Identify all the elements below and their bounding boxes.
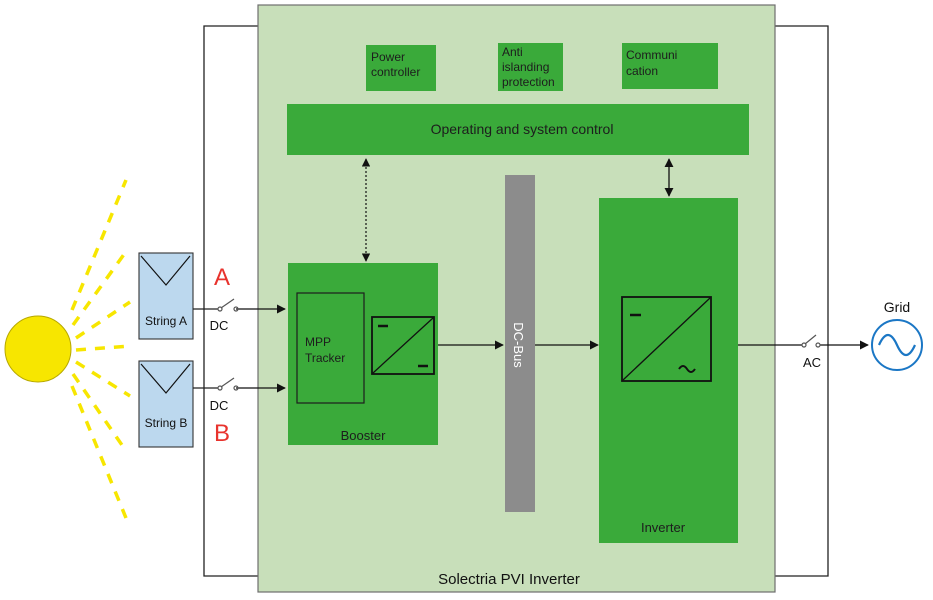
communication-label-2: cation <box>626 64 658 78</box>
communication-block: Communi cation <box>622 43 718 89</box>
input-b-letter: B <box>214 420 230 447</box>
input-a-letter: A <box>214 264 230 291</box>
booster-block: MPP Tracker Booster <box>288 263 438 445</box>
disconnect-switch-icon <box>217 298 239 312</box>
string-a-label: String A <box>145 314 187 328</box>
ac-label: AC <box>803 355 821 370</box>
anti-islanding-label-1: Anti <box>502 45 523 59</box>
disconnect-switch-icon <box>801 334 821 348</box>
dc-bus: DC-Bus <box>505 175 535 512</box>
dc-ac-inverter-icon <box>621 296 712 382</box>
operating-control-label: Operating and system control <box>431 121 614 137</box>
grid-label: Grid <box>884 299 910 315</box>
mpp-label-1: MPP <box>305 335 331 349</box>
string-a-panel: String A <box>138 252 194 340</box>
dc-a-label: DC <box>210 318 229 333</box>
inverter-block: Inverter <box>599 198 738 543</box>
solar-panel-icon <box>140 255 191 286</box>
solar-panel-icon <box>140 363 191 394</box>
mpp-label-2: Tracker <box>305 351 345 365</box>
dc-dc-converter-icon <box>371 316 435 375</box>
power-controller-label-1: Power <box>371 50 405 64</box>
string-b-label: String B <box>145 416 188 430</box>
anti-islanding-label-2: islanding <box>502 60 549 74</box>
ac-sine-wave-icon <box>871 319 923 371</box>
disconnect-switch-icon <box>217 377 239 391</box>
power-controller-label-2: controller <box>371 65 420 79</box>
frame-lines <box>203 25 829 577</box>
panel-wires <box>193 308 218 389</box>
dc-b-label: DC <box>210 398 229 413</box>
operating-control-bar: Operating and system control <box>287 104 749 155</box>
booster-label: Booster <box>341 428 386 443</box>
sun-icon <box>4 179 131 519</box>
power-controller-block: Power controller <box>366 45 436 91</box>
communication-label-1: Communi <box>626 48 677 62</box>
mpp-tracker-box <box>296 292 365 404</box>
anti-islanding-label-3: protection <box>502 75 555 89</box>
anti-islanding-block: Anti islanding protection <box>498 43 563 91</box>
inverter-label: Inverter <box>641 520 686 535</box>
flow-arrows <box>236 304 869 393</box>
string-b-panel: String B <box>138 360 194 448</box>
dc-bus-label: DC-Bus <box>511 322 526 368</box>
enclosure-title: Solectria PVI Inverter <box>438 571 580 588</box>
